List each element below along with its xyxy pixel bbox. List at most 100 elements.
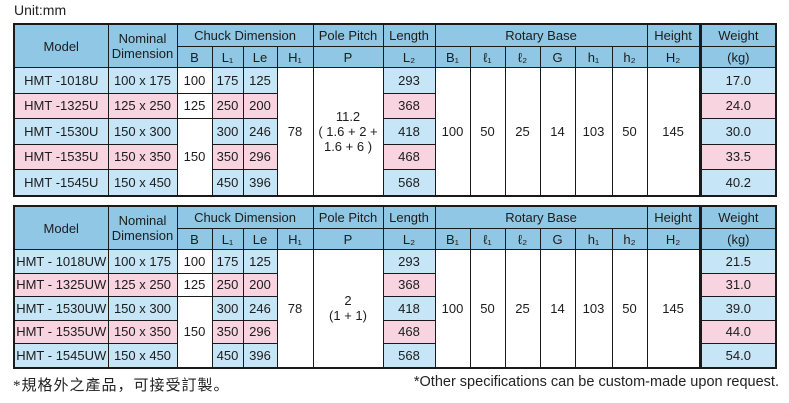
- nominal-cell: 150 x 350: [107, 143, 178, 170]
- model-cell: HMT - 1535UW: [13, 319, 109, 344]
- l2-cell: 568: [382, 169, 436, 196]
- table-row: HMT - 1325UW 125 x 250 125 250 200 368 3…: [13, 272, 777, 297]
- l1-cell: 250: [211, 272, 244, 297]
- l2-cell: 418: [382, 118, 436, 145]
- model-cell: HMT - 1545UW: [13, 343, 109, 368]
- pole-pitch-line: 11.2: [335, 108, 361, 124]
- header-l1: L₁: [211, 228, 244, 250]
- nominal-cell: 150 x 350: [107, 319, 178, 344]
- pole-pitch-line: 1.6 + 6 ): [323, 138, 373, 154]
- nominal-cell: 150 x 450: [107, 343, 178, 368]
- b-cell: 125: [176, 272, 213, 297]
- header-nominal-dimension: Nominal Dimension: [107, 205, 178, 250]
- header-rl2: ℓ₂: [504, 228, 541, 250]
- l2-cell: 568: [382, 343, 436, 368]
- table-row: HMT -1535U 150 x 350 350 296 468 33.5: [13, 143, 777, 170]
- weight-cell: 44.0: [698, 319, 777, 344]
- weight-cell: 21.5: [698, 249, 777, 274]
- pole-pitch-merged-cell: 2 (1 + 1): [312, 249, 384, 368]
- l1-cell: 300: [211, 296, 244, 321]
- le-cell: 246: [242, 296, 278, 321]
- header-h2: H₂: [646, 46, 701, 68]
- header-rl1: ℓ₁: [469, 46, 506, 68]
- nominal-cell: 150 x 300: [107, 296, 178, 321]
- pole-pitch-line: 2: [344, 293, 352, 309]
- header-b1: B₁: [434, 228, 471, 250]
- table-row: HMT - 1545UW 150 x 450 450 396 568 54.0: [13, 343, 777, 368]
- header-b: B: [176, 46, 213, 68]
- g-merged-cell: 14: [539, 67, 576, 196]
- pole-pitch-merged-cell: 11.2 ( 1.6 + 2 + 1.6 + 6 ): [312, 67, 384, 196]
- h1-merged-cell: 78: [276, 67, 314, 196]
- model-cell: HMT - 1325UW: [13, 272, 109, 297]
- nominal-cell: 125 x 250: [107, 92, 178, 119]
- header-chuck-dimension: Chuck Dimension: [176, 23, 314, 47]
- pole-pitch-line: (1 + 1): [329, 308, 367, 324]
- header-chuck-dimension: Chuck Dimension: [176, 205, 314, 229]
- weight-cell: 54.0: [698, 343, 777, 368]
- b-merged-cell: 150: [176, 296, 213, 368]
- footnote-chinese: *規格外之產品，可接受訂製。: [13, 378, 230, 394]
- header-b1: B₁: [434, 46, 471, 68]
- footnotes: *規格外之產品，可接受訂製。 *Other specifications can…: [13, 374, 779, 395]
- header-height: Height: [646, 205, 701, 229]
- rh2-merged-cell: 50: [611, 249, 648, 368]
- header-rh1: h₁: [574, 228, 613, 250]
- weight-cell: 24.0: [698, 92, 777, 119]
- pole-pitch-line: ( 1.6 + 2 +: [318, 123, 378, 139]
- l1-cell: 175: [211, 67, 244, 94]
- l1-cell: 175: [211, 249, 244, 274]
- l2-cell: 418: [382, 296, 436, 321]
- le-cell: 296: [242, 319, 278, 344]
- rh1-merged-cell: 103: [574, 67, 613, 196]
- header-kg: (kg): [698, 46, 777, 68]
- weight-cell: 40.2: [698, 169, 777, 196]
- l1-cell: 450: [211, 343, 244, 368]
- rl1-merged-cell: 50: [469, 67, 506, 196]
- header-nominal-dimension: Nominal Dimension: [107, 23, 178, 68]
- nominal-cell: 150 x 450: [107, 169, 178, 196]
- le-cell: 200: [242, 272, 278, 297]
- header-le: Le: [242, 228, 278, 250]
- model-cell: HMT - 1530UW: [13, 296, 109, 321]
- le-cell: 246: [242, 118, 278, 145]
- header-height: Height: [646, 23, 701, 47]
- header-rl1: ℓ₁: [469, 228, 506, 250]
- table-row: HMT -1325U 125 x 250 125 250 200 368 24.…: [13, 92, 777, 119]
- h2-merged-cell: 145: [646, 67, 701, 196]
- nominal-cell: 100 x 175: [107, 67, 178, 94]
- l2-cell: 468: [382, 143, 436, 170]
- le-cell: 396: [242, 169, 278, 196]
- header-nominal-line1: Nominal: [118, 31, 167, 46]
- model-cell: HMT -1545U: [13, 169, 109, 196]
- header-nominal-line1: Nominal: [118, 213, 167, 228]
- header-length: Length: [382, 205, 436, 229]
- b1-merged-cell: 100: [434, 67, 471, 196]
- header-pole-pitch: Pole Pitch: [312, 23, 384, 47]
- header-model: Model: [13, 23, 109, 68]
- header-rotary-base: Rotary Base: [434, 205, 648, 229]
- header-g: G: [539, 46, 576, 68]
- le-cell: 125: [242, 67, 278, 94]
- unit-label: Unit:mm: [14, 2, 67, 18]
- l1-cell: 350: [211, 319, 244, 344]
- table-row: HMT -1530U 150 x 300 150 300 246 418 30.…: [13, 118, 777, 196]
- header-p: P: [312, 228, 384, 250]
- h1-merged-cell: 78: [276, 249, 314, 368]
- h2-merged-cell: 145: [646, 249, 701, 368]
- header-rh2: h₂: [611, 46, 648, 68]
- l2-cell: 293: [382, 249, 436, 274]
- table-row: HMT - 1018UW 100 x 175 100 175 125 78 2 …: [13, 249, 777, 368]
- le-cell: 296: [242, 143, 278, 170]
- nominal-cell: 100 x 175: [107, 249, 178, 274]
- model-cell: HMT -1018U: [13, 67, 109, 94]
- header-l2: L₂: [382, 46, 436, 68]
- header-rh2: h₂: [611, 228, 648, 250]
- l1-cell: 250: [211, 92, 244, 119]
- header-rh1: h₁: [574, 46, 613, 68]
- table-row: HMT - 1535UW 150 x 350 350 296 468 44.0: [13, 319, 777, 344]
- le-cell: 200: [242, 92, 278, 119]
- table-row: HMT -1018U 100 x 175 100 175 125 78 11.2…: [13, 67, 777, 196]
- b-merged-cell: 150: [176, 118, 213, 196]
- header-nominal-line2: Dimension: [111, 228, 174, 243]
